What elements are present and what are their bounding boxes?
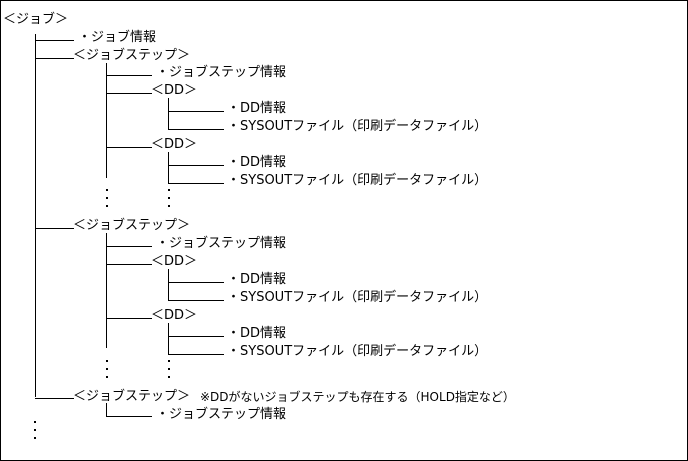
node-dd-info-2: ・DD情報 bbox=[227, 155, 287, 170]
connector-step2-dd4 bbox=[106, 318, 152, 319]
node-dd-4: ＜DD＞ bbox=[151, 308, 198, 323]
branch-dd3-vline bbox=[168, 269, 169, 300]
connector-dd2-sysout bbox=[168, 183, 224, 184]
ellipsis-job-trunk bbox=[34, 421, 36, 445]
branch-step3-vline bbox=[106, 403, 107, 416]
note-no-dd: ※DDがないジョブステップも存在する（HOLD指定など） bbox=[200, 390, 515, 404]
connector-dd2-info bbox=[168, 165, 224, 166]
connector-step2-dd3 bbox=[106, 264, 152, 265]
node-sysout-3: ・SYSOUTファイル（印刷データファイル） bbox=[227, 290, 488, 305]
connector-step1-dd2 bbox=[106, 147, 152, 148]
ellipsis-dd-group-1 bbox=[168, 189, 170, 213]
node-job-step-3: ＜ジョブステップ＞ bbox=[73, 389, 191, 404]
trunk-job-vline bbox=[35, 34, 36, 397]
connector-job-step-3 bbox=[35, 398, 74, 399]
ellipsis-step2-branch bbox=[106, 360, 108, 384]
ellipsis-step1-branch bbox=[106, 189, 108, 213]
connector-dd3-sysout bbox=[168, 300, 224, 301]
node-dd-2: ＜DD＞ bbox=[151, 137, 198, 152]
node-dd-info-1: ・DD情報 bbox=[227, 101, 287, 116]
connector-job-step-1 bbox=[35, 58, 74, 59]
connector-dd1-info bbox=[168, 111, 224, 112]
branch-dd4-vline bbox=[168, 323, 169, 354]
connector-job-step-2 bbox=[35, 228, 74, 229]
node-sysout-1: ・SYSOUTファイル（印刷データファイル） bbox=[227, 119, 488, 134]
connector-step2-info bbox=[106, 246, 152, 247]
connector-step1-info bbox=[106, 75, 152, 76]
node-job-step-info-2: ・ジョブステップ情報 bbox=[156, 236, 287, 251]
connector-dd1-sysout bbox=[168, 129, 224, 130]
connector-step1-dd1 bbox=[106, 93, 152, 94]
node-sysout-2: ・SYSOUTファイル（印刷データファイル） bbox=[227, 173, 488, 188]
node-dd-3: ＜DD＞ bbox=[151, 254, 198, 269]
node-job-step-info-3: ・ジョブステップ情報 bbox=[156, 407, 287, 422]
node-dd-1: ＜DD＞ bbox=[151, 83, 198, 98]
branch-dd2-vline bbox=[168, 152, 169, 183]
connector-dd4-sysout bbox=[168, 354, 224, 355]
branch-step1-vline bbox=[106, 63, 107, 178]
node-job-step-info-1: ・ジョブステップ情報 bbox=[156, 65, 287, 80]
connector-dd3-info bbox=[168, 282, 224, 283]
branch-step2-vline bbox=[106, 233, 107, 348]
node-dd-info-4: ・DD情報 bbox=[227, 326, 287, 341]
branch-dd1-vline bbox=[168, 98, 169, 129]
ellipsis-dd-group-2 bbox=[168, 360, 170, 384]
connector-dd4-info bbox=[168, 336, 224, 337]
node-dd-info-3: ・DD情報 bbox=[227, 272, 287, 287]
node-sysout-4: ・SYSOUTファイル（印刷データファイル） bbox=[227, 344, 488, 359]
node-job-step-2: ＜ジョブステップ＞ bbox=[73, 218, 191, 233]
connector-step3-info bbox=[106, 416, 152, 417]
connector-job-info bbox=[35, 40, 74, 41]
node-job: ＜ジョブ＞ bbox=[3, 12, 69, 27]
node-job-info: ・ジョブ情報 bbox=[78, 30, 157, 45]
node-job-step-1: ＜ジョブステップ＞ bbox=[73, 48, 191, 63]
